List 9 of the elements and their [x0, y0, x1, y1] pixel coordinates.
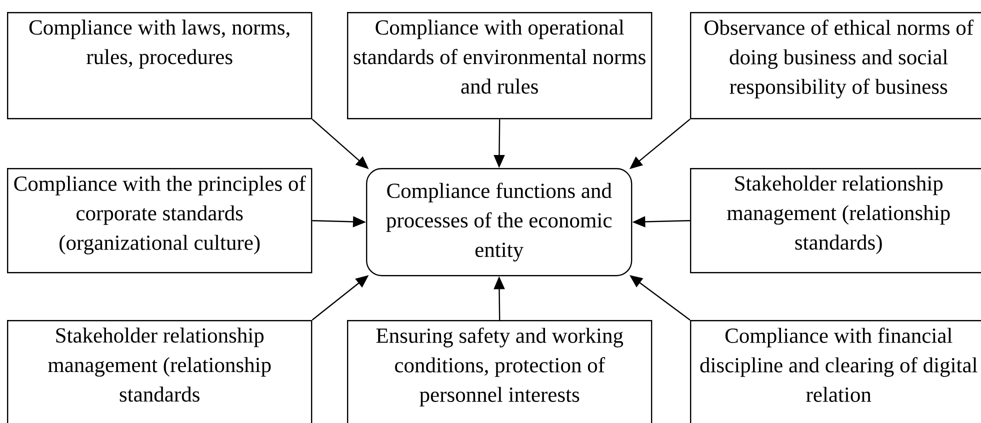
text-box: Compliance with the principles of corporate standards (organizational culture): [7, 168, 312, 274]
text-box: Observance of ethical norms of doing business and social responsibility of business: [690, 12, 981, 120]
text-box: Compliance with operational standards of environmental norms and rules: [347, 12, 652, 120]
text-box: Compliance with financial discipline and clearing of digital relation: [690, 320, 981, 423]
text-box: Ensuring safety and working conditions, protection of personnel interests: [347, 320, 652, 423]
process-box: Compliance functions and processes of the economic entity: [366, 168, 632, 276]
text-box: Compliance with laws, norms, rules, procedures: [7, 12, 312, 120]
text-box: Stakeholder relationship management (relationship standards): [690, 168, 981, 274]
text-box: Stakeholder relationship management (relationship standards: [7, 320, 312, 423]
